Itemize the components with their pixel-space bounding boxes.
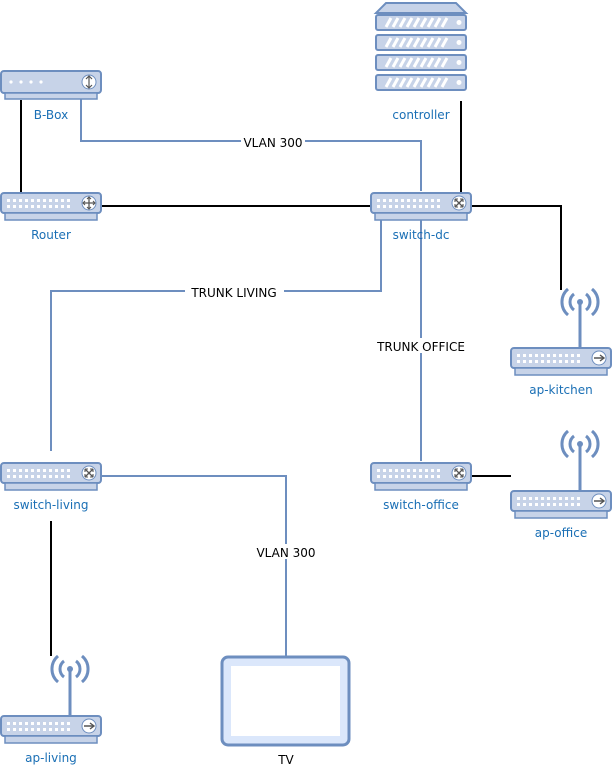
vlan-300-label-top: VLAN 300 [243,136,302,150]
vlan-300-label-tv: VLAN 300 [256,546,315,560]
links [20,99,562,656]
router-node[interactable]: Router [1,193,101,242]
controller-node[interactable]: controller [373,2,469,122]
trunk-living-label: TRUNK LIVING [190,286,276,300]
tv-node[interactable]: TV [220,655,351,767]
switch-office-label: switch-office [383,498,459,512]
controller-label: controller [392,108,449,122]
link-trunk-living [50,219,382,451]
access-point-icon [511,348,611,375]
modem-icon [0,70,102,100]
switch-icon [1,463,101,490]
monitor-icon [220,655,351,747]
wireless-antenna-icon [560,429,600,496]
link-switch-living-tv-vlan [101,475,287,656]
ap-living-label: ap-living [25,751,77,765]
switch-icon [371,463,471,490]
router-label: Router [31,228,71,242]
access-point-icon [1,716,101,743]
wireless-antenna-icon [50,654,90,721]
switch-dc-label: switch-dc [393,228,450,242]
edge-labels: VLAN 300 TRUNK LIVING TRUNK OFFICE VLAN … [185,134,473,560]
switch-office-node[interactable]: switch-office [371,463,471,512]
switch-dc-node[interactable]: switch-dc [371,193,471,242]
switch-living-node[interactable]: switch-living [1,463,101,512]
server-rack-icon [373,2,469,91]
tv-label: TV [277,753,294,767]
access-point-icon [511,491,611,518]
trunk-office-label: TRUNK OFFICE [376,340,465,354]
ap-office-label: ap-office [535,526,587,540]
ap-office-node[interactable]: ap-office [511,429,611,540]
wireless-antenna-icon [560,287,600,354]
bbox-node[interactable]: B-Box [0,70,102,122]
bbox-label: B-Box [34,108,68,122]
link-switch-dc-ap-kitchen [471,205,562,290]
ap-kitchen-node[interactable]: ap-kitchen [511,287,611,397]
ap-living-node[interactable]: ap-living [1,654,101,765]
switch-icon [371,193,471,220]
ap-kitchen-label: ap-kitchen [529,383,592,397]
switch-living-label: switch-living [14,498,89,512]
router-icon [1,193,101,220]
